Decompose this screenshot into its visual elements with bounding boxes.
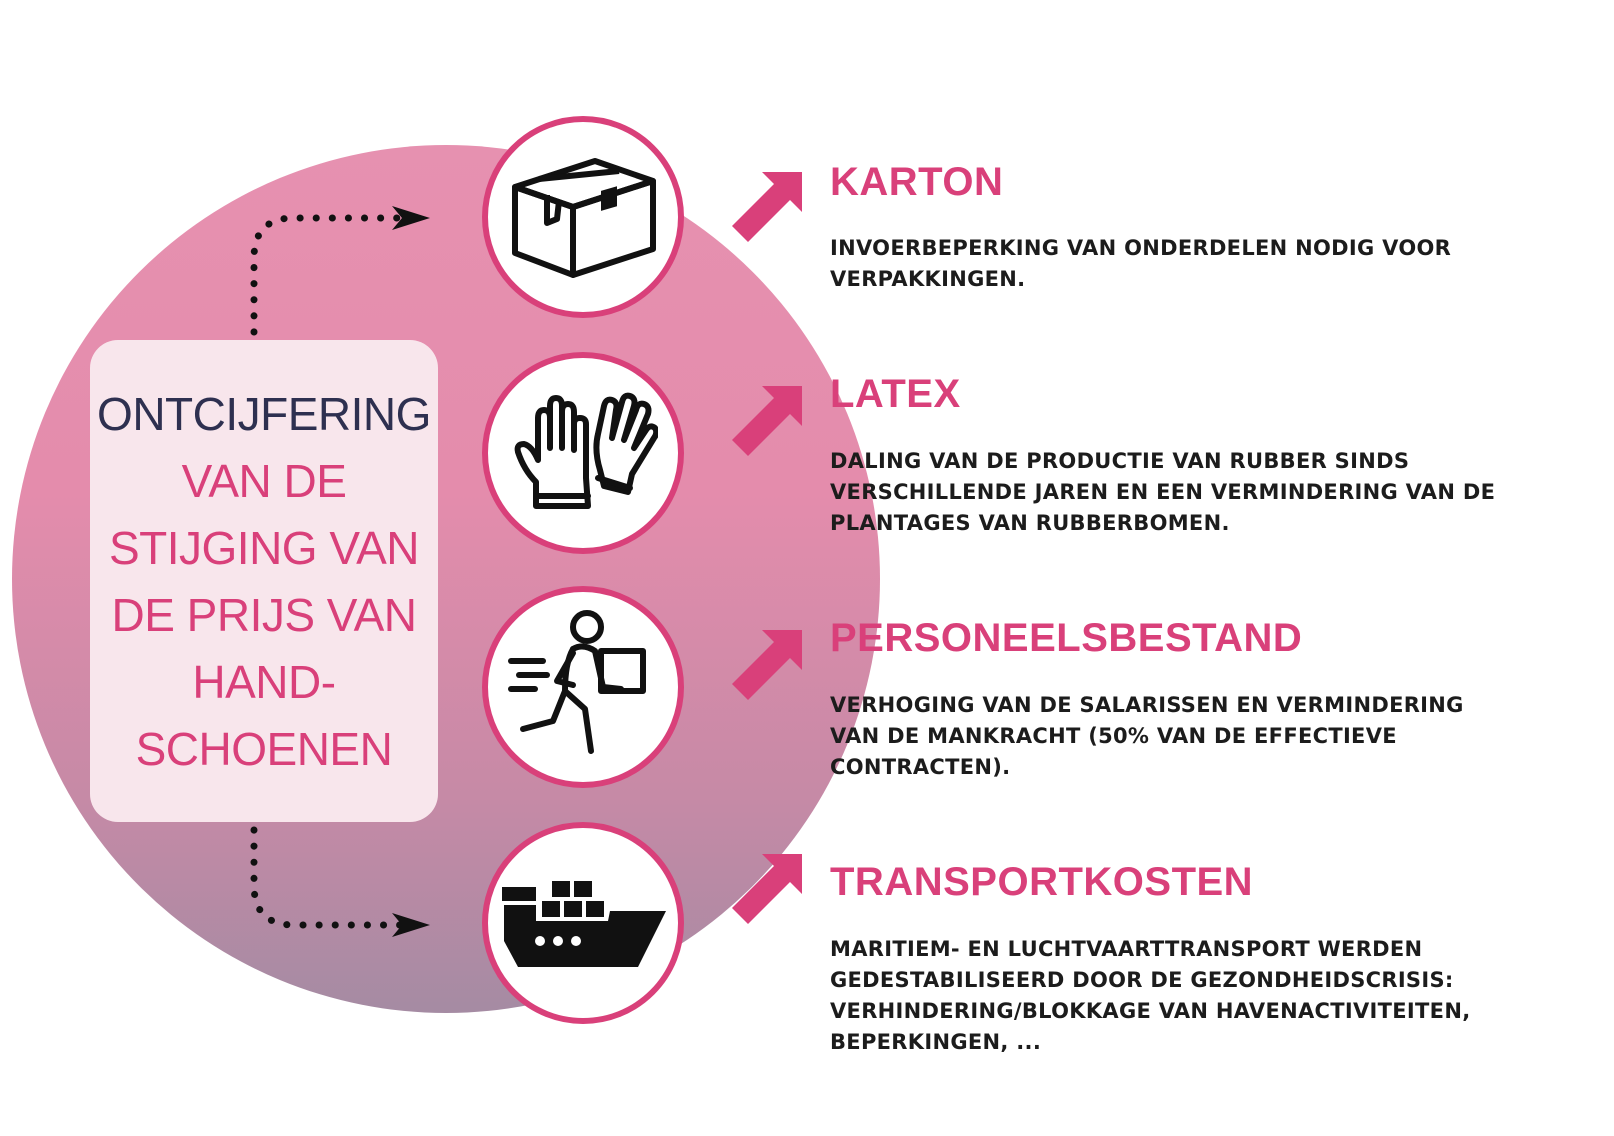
title-box: ONTCIJFERING VAN DE STIJGING VAN DE PRIJ… bbox=[90, 340, 438, 822]
dotted-connector-top bbox=[250, 214, 404, 336]
personeel-increase-arrow-icon bbox=[732, 630, 802, 700]
cargo-ship-icon bbox=[502, 881, 666, 967]
connector-arrowhead-bottom bbox=[392, 913, 430, 937]
transport-increase-arrow-icon bbox=[732, 854, 802, 924]
gloves-icon bbox=[514, 392, 658, 509]
heading-latex: LATEX bbox=[830, 372, 961, 416]
dotted-connector-bottom bbox=[250, 826, 404, 929]
latex-increase-arrow-icon bbox=[732, 386, 802, 456]
latex-icon-circle bbox=[482, 352, 684, 554]
title-line-1: ONTCIJFERING bbox=[97, 387, 431, 440]
heading-karton: KARTON bbox=[830, 160, 1004, 204]
transport-icon-circle bbox=[482, 822, 684, 1024]
desc-transportkosten: MARITIEM- EN LUCHTVAARTTRANSPORT WERDEN … bbox=[830, 937, 1471, 1054]
title-line-2: VAN DE STIJGING VAN DE PRIJS VAN HAND- S… bbox=[108, 454, 420, 775]
connector-arrowhead-top bbox=[392, 206, 430, 230]
heading-personeelsbestand: PERSONEELSBESTAND bbox=[830, 616, 1303, 660]
heading-transportkosten: TRANSPORTKOSTEN bbox=[830, 860, 1254, 904]
desc-karton: INVOERBEPERKING VAN ONDERDELEN NODIG VOO… bbox=[830, 236, 1452, 291]
personeel-icon-circle bbox=[482, 586, 684, 788]
karton-increase-arrow-icon bbox=[732, 172, 802, 242]
desc-personeelsbestand: VERHOGING VAN DE SALARISSEN EN VERMINDER… bbox=[830, 693, 1464, 779]
karton-icon-circle bbox=[482, 116, 684, 318]
desc-latex: DALING VAN DE PRODUCTIE VAN RUBBER SINDS… bbox=[830, 449, 1496, 535]
cardboard-box-icon bbox=[512, 158, 656, 278]
delivery-worker-icon bbox=[508, 610, 646, 754]
